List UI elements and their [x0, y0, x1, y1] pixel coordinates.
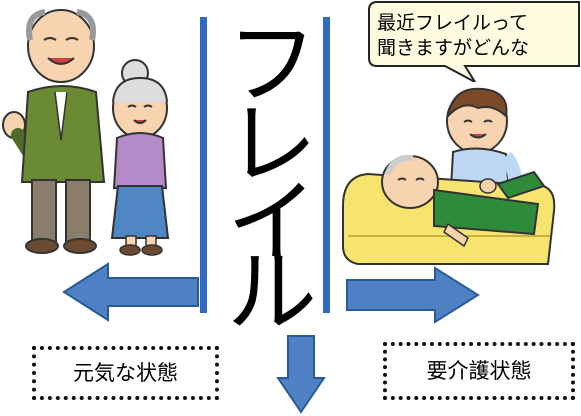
elderly-couple-illustration [2, 9, 170, 256]
right-divider-line [323, 17, 330, 313]
bedridden-patient-with-caregiver-illustration [342, 87, 556, 265]
healthy-state-label-box: 元気な状態 [32, 346, 219, 400]
title-char-1: フ [227, 12, 317, 117]
healthy-state-label: 元気な状態 [73, 361, 178, 385]
arrow-left-icon [62, 262, 199, 322]
title-char-2: レ [227, 92, 317, 197]
arrow-down-icon [276, 335, 326, 414]
arrow-right-icon [346, 266, 480, 324]
grandpa-figure [2, 9, 106, 254]
grandma-figure [110, 59, 170, 256]
title-char-3: イ [227, 170, 317, 275]
left-divider-line [200, 17, 207, 313]
speech-bubble-line-1: 最近フレイルって [377, 12, 529, 34]
speech-bubble-text: 最近フレイルって 聞きますがどんな [377, 11, 581, 61]
patient-figure [381, 154, 546, 248]
speech-bubble-line-2: 聞きますがどんな [377, 37, 530, 59]
care-needed-state-label-box: 要介護状態 [383, 342, 575, 400]
care-needed-state-label: 要介護状態 [426, 359, 532, 383]
speech-bubble-shape [368, 1, 580, 82]
title-char-4: ル [227, 240, 317, 345]
